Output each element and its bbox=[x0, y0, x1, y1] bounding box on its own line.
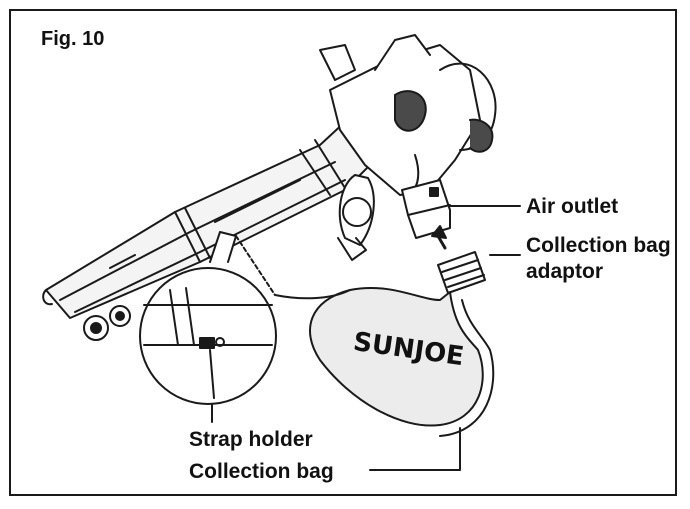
figure-title: Fig. 10 bbox=[41, 28, 105, 50]
collection-bag-leader bbox=[369, 427, 461, 471]
blower-tube bbox=[42, 107, 396, 319]
wheel-icon bbox=[83, 305, 131, 341]
collection-bag bbox=[309, 286, 495, 437]
arrow-up-icon-head bbox=[431, 225, 447, 239]
motor-housing bbox=[319, 34, 497, 196]
strap-holder-label: Strap holder bbox=[189, 428, 313, 451]
inlet-door bbox=[337, 174, 375, 261]
collection-bag-adaptor-label: Collection bag adaptor bbox=[526, 234, 671, 283]
detail-connector bbox=[235, 235, 276, 296]
collection-bag-adaptor bbox=[437, 251, 486, 294]
air-outlet-label: Air outlet bbox=[526, 195, 619, 218]
shoulder-strap bbox=[274, 289, 351, 300]
strap-holder-detail bbox=[139, 267, 277, 405]
collection-bag-label: Collection bag bbox=[189, 460, 334, 483]
air-outlet bbox=[401, 179, 451, 239]
